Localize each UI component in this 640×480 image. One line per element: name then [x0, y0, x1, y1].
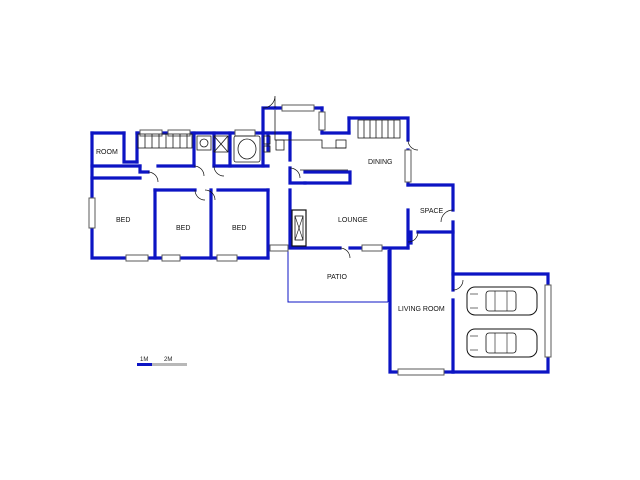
label-bed-3: BED — [232, 225, 246, 232]
label-dining: DINING — [368, 159, 393, 166]
label-bed-1: BED — [116, 217, 130, 224]
car-icon-upper — [466, 286, 538, 316]
windows — [88, 104, 552, 376]
label-living-room: LIVING ROOM — [398, 306, 445, 313]
scale-label-1m: 1M — [140, 357, 148, 363]
label-space: SPACE — [420, 208, 444, 215]
kitchen-counters — [274, 110, 348, 171]
label-bed-2: BED — [176, 225, 190, 232]
scale-bar: 1M 2M — [137, 357, 187, 366]
stairs-dining — [357, 119, 401, 139]
car-icon-lower — [466, 328, 538, 358]
stairs-west — [137, 133, 193, 149]
label-lounge: LOUNGE — [338, 217, 368, 224]
label-room: ROOM — [96, 149, 118, 156]
doors — [147, 95, 464, 291]
scale-label-2m: 2M — [164, 357, 172, 363]
room-labels: ROOM BED BED BED DINING LOUNGE SPACE PAT… — [96, 149, 445, 313]
label-patio: PATIO — [327, 274, 348, 281]
fireplace-icon — [291, 209, 307, 247]
bathroom-fixtures — [196, 135, 271, 163]
